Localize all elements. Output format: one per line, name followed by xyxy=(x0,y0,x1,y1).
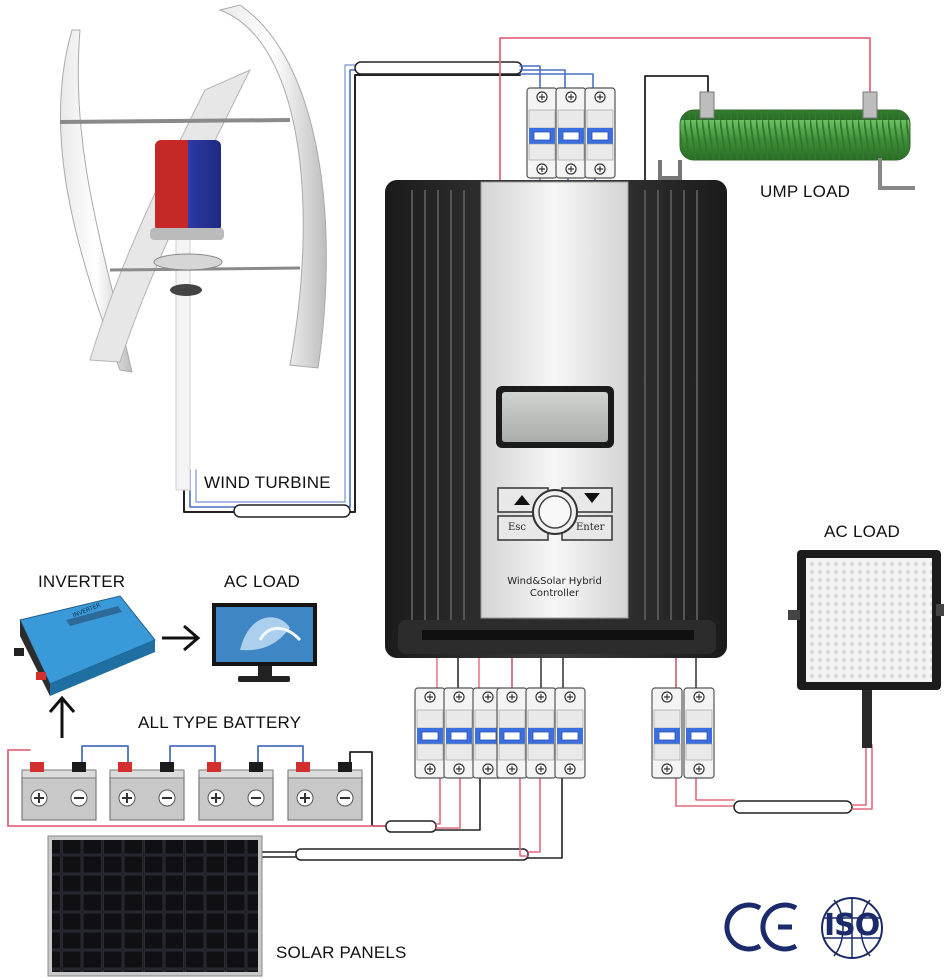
wind-turbine-label: WIND TURBINE xyxy=(204,473,331,492)
controller-nameplate: Wind&Solar Hybrid Controller xyxy=(482,576,627,600)
turbine-cable xyxy=(183,74,521,513)
inverter-arrow-right xyxy=(162,624,201,652)
solar-panel xyxy=(47,835,263,977)
ac-load-cable-sheath xyxy=(733,800,853,814)
battery-breaker xyxy=(414,687,504,779)
battery-bank xyxy=(21,761,363,821)
esc-button-label: Esc xyxy=(508,522,527,533)
inverter-device xyxy=(14,595,156,696)
ac-load-right-label: AC LOAD xyxy=(824,522,901,541)
turbine-cable-sheath-1 xyxy=(233,504,351,518)
hybrid-controller xyxy=(385,180,727,658)
controller-name-line1: Wind&Solar Hybrid xyxy=(507,576,602,587)
controller-name-line2: Controller xyxy=(529,588,580,599)
iso-mark-text: ISO xyxy=(824,908,880,943)
ce-mark xyxy=(724,902,798,952)
ac-load-breaker xyxy=(651,687,715,779)
battery-positive-wire xyxy=(7,749,31,827)
solar-breaker xyxy=(496,687,586,779)
monitor-ac-load xyxy=(212,603,317,682)
dump-load-positive xyxy=(499,37,871,181)
battery-to-inverter-arrow xyxy=(48,695,76,738)
dump-load-label: UMP LOAD xyxy=(760,182,851,201)
dump-load-negative xyxy=(644,75,709,181)
ce-mark-text: CE xyxy=(730,890,731,891)
turbine-breaker xyxy=(526,87,616,179)
iso-mark xyxy=(821,897,883,959)
solar-panels-label: SOLAR PANELS xyxy=(276,943,407,962)
enter-button-label: Enter xyxy=(576,522,605,533)
inverter-label: INVERTER xyxy=(38,572,126,591)
battery-cable-sheath xyxy=(385,820,437,833)
ac-load-led-panel xyxy=(788,550,944,748)
solar-cable-sheath xyxy=(295,848,529,861)
wind-turbine xyxy=(59,4,327,491)
turbine-cable-sheath-2 xyxy=(354,61,523,75)
dump-load-resistor xyxy=(658,91,915,190)
battery-label: ALL TYPE BATTERY xyxy=(138,713,302,732)
ac-load-left-label: AC LOAD xyxy=(224,572,301,591)
